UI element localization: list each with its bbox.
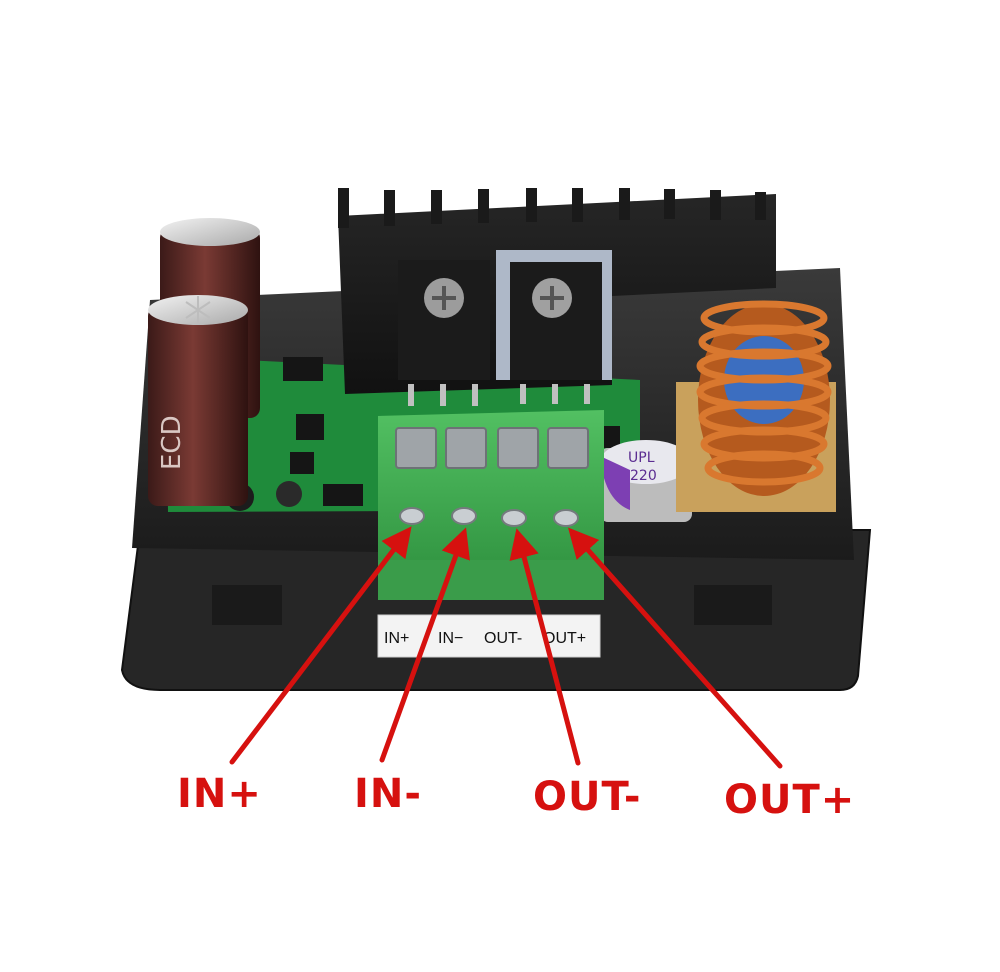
ic-chip-3 <box>290 452 314 474</box>
arrow-icon-in-plus <box>229 526 412 765</box>
sticker-out-minus: OUT- <box>484 630 522 647</box>
ic-chip-4 <box>323 484 363 506</box>
arrow-icon-out-plus <box>568 527 783 769</box>
arrow-icon-out-minus <box>509 528 581 766</box>
transistor-q2 <box>398 260 490 406</box>
ic-chip-2 <box>296 414 324 440</box>
sticker-in-plus: IN+ <box>384 630 409 647</box>
capacitor-icon <box>148 218 260 506</box>
inductor-coil-icon <box>676 300 836 512</box>
arrow-icon-in-minus <box>379 527 470 763</box>
small-capacitor <box>600 440 692 522</box>
transistor-u2 <box>510 262 602 404</box>
small-capacitor-line1: UPL <box>628 450 655 466</box>
sticker-out-plus: OUT+ <box>543 630 586 647</box>
case-bezel <box>120 529 872 691</box>
small-capacitor-line2: 220 <box>630 468 657 484</box>
label-in-minus: IN- <box>354 771 422 817</box>
terminal-sticker <box>377 614 601 658</box>
screw-terminal-icon <box>378 410 604 600</box>
bezel-slot-left <box>212 585 282 625</box>
sticker-in-minus: IN− <box>438 630 463 647</box>
label-out-minus: OUT- <box>533 774 642 820</box>
label-in-plus: IN+ <box>177 771 262 817</box>
capacitor-brand: ECD <box>157 415 187 470</box>
bezel-slot-right <box>694 585 772 625</box>
ic-chip-1 <box>283 357 323 381</box>
inductor-small-2 <box>276 481 302 507</box>
label-out-plus: OUT+ <box>724 777 856 823</box>
